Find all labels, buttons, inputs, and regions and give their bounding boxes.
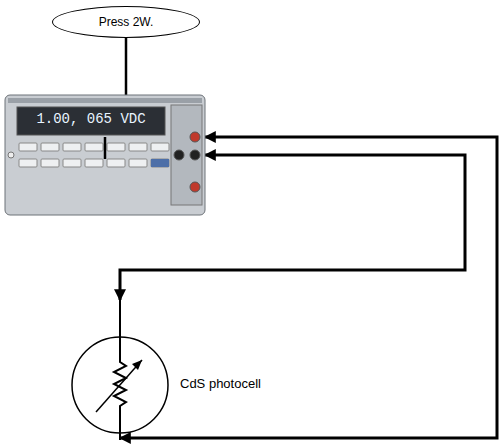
pointer-line <box>104 137 107 159</box>
display-reading: 1.00, 065 VDC <box>19 111 163 127</box>
wire <box>125 38 128 95</box>
photocell: CdS photocell <box>70 300 170 440</box>
photocell-symbol <box>70 300 170 440</box>
callout-oval: Press 2W. <box>52 6 200 38</box>
callout-text: Press 2W. <box>99 15 154 29</box>
multimeter: 1.00, 065 VDC <box>5 95 205 215</box>
component-label: CdS photocell <box>180 376 261 391</box>
